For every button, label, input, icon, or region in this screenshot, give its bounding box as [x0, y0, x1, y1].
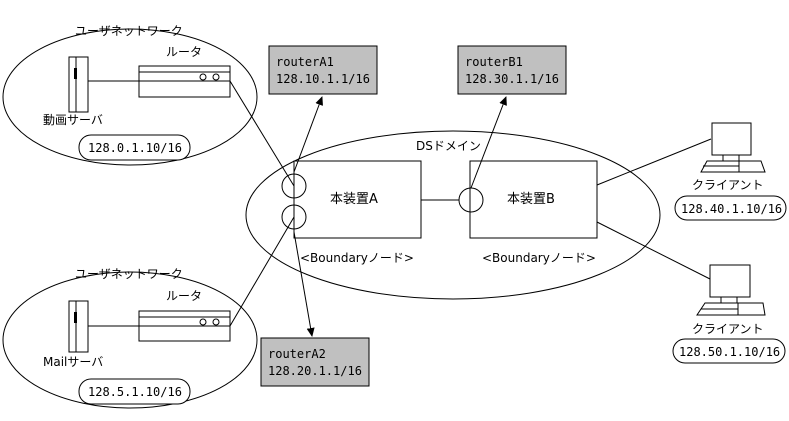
user-network-2-address-pill	[78, 378, 191, 405]
device-b-box	[469, 160, 598, 239]
client-1: クライアント 128.40.1.10/16	[674, 122, 787, 221]
router2-device-a-link	[229, 216, 295, 327]
router-a2-address: 128.20.1.1/16	[268, 364, 362, 378]
router-a2-box	[260, 337, 370, 387]
client-1-address-pill	[674, 195, 787, 221]
mail-server-label: Mailサーバ	[43, 355, 103, 369]
client-2-label: クライアント	[692, 322, 764, 336]
user-network-1-title: ユーザネットワーク	[75, 24, 183, 38]
ds-domain: DSドメイン 本装置A <Boundaryノード> 本装置B <Boundary…	[245, 130, 661, 300]
device-b-label: 本装置B	[507, 192, 555, 207]
computer-icon	[700, 122, 766, 173]
device-a-port-1-icon	[281, 173, 307, 199]
ds-domain-title: DSドメイン	[416, 139, 481, 153]
router-a2-name: routerA2	[268, 347, 326, 361]
device-b-role: <Boundaryノード>	[482, 251, 596, 265]
user-network-2-title: ユーザネットワーク	[75, 267, 183, 281]
ds-domain-boundary	[245, 130, 661, 300]
user-network-2-address: 128.5.1.10/16	[88, 385, 182, 399]
user-network-1-router-label: ルータ	[166, 45, 202, 59]
device-a-routerA1-arrow	[293, 96, 323, 173]
router-b1: routerB1 128.30.1.1/16	[457, 45, 567, 95]
router-a2: routerA2 128.20.1.1/16	[260, 337, 370, 387]
router-a1-address: 128.10.1.1/16	[276, 72, 370, 86]
user-network-1-boundary	[2, 28, 258, 166]
user-network-2-router-label: ルータ	[166, 289, 202, 303]
router-a1: routerA1 128.10.1.1/16	[268, 45, 378, 95]
client-2-address-pill	[672, 338, 786, 364]
router-b1-name: routerB1	[465, 55, 523, 69]
router-b1-box	[457, 45, 567, 95]
router-icon	[138, 310, 231, 342]
user-network-2-boundary	[2, 271, 258, 409]
router1-device-a-link	[229, 80, 295, 187]
client-1-address: 128.40.1.10/16	[681, 202, 782, 216]
video-server-icon	[68, 56, 89, 113]
device-a-routerA2-arrow	[293, 231, 315, 337]
router-a1-box	[268, 45, 378, 95]
device-b-client2-link	[596, 221, 711, 280]
user-network-1-address-pill	[78, 134, 191, 161]
router-icon	[138, 65, 231, 98]
user-network-1-address: 128.0.1.10/16	[88, 141, 182, 155]
device-b-client1-link	[596, 138, 712, 186]
user-network-2: ユーザネットワーク ルータ Mailサーバ 128.5.1.10/16	[2, 267, 258, 409]
device-a-label: 本装置A	[330, 192, 378, 207]
device-a-role: <Boundaryノード>	[300, 251, 414, 265]
computer-icon	[696, 264, 766, 316]
client-1-label: クライアント	[692, 178, 764, 192]
video-server-label: 動画サーバ	[43, 113, 103, 127]
router-b1-address: 128.30.1.1/16	[465, 72, 559, 86]
mail-server-icon	[68, 300, 89, 353]
device-a-box	[293, 160, 422, 239]
device-b-routerB1-arrow	[470, 96, 507, 189]
client-2-address: 128.50.1.10/16	[679, 345, 780, 359]
router-a1-name: routerA1	[276, 55, 334, 69]
user-network-1: ユーザネットワーク ルータ 動画サーバ 128.0.1.10/16	[2, 24, 258, 166]
device-a-port-2-icon	[281, 204, 307, 230]
client-2: クライアント 128.50.1.10/16	[672, 264, 786, 364]
